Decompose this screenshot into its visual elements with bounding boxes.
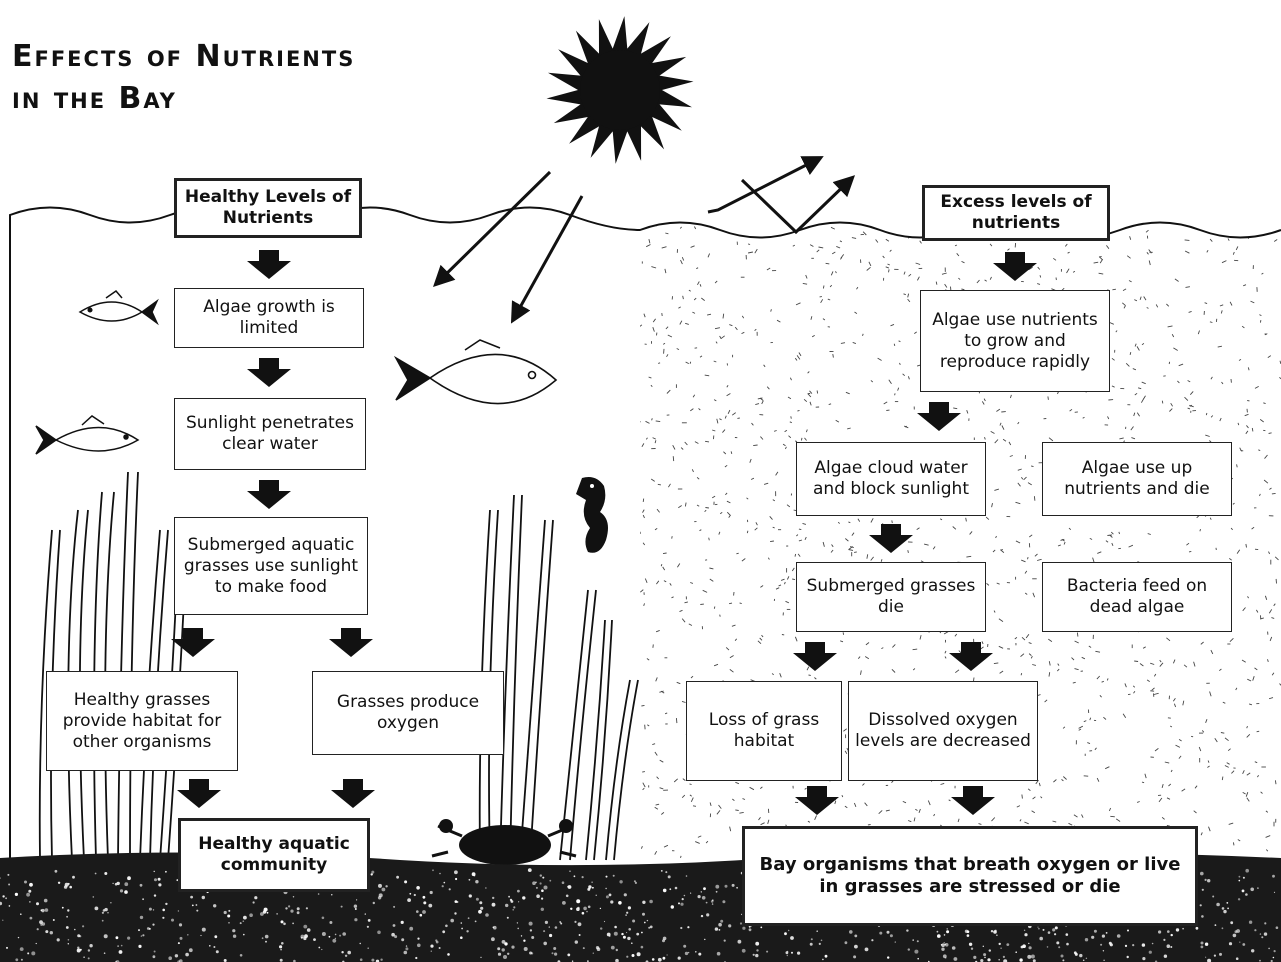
down-arrow-icon	[176, 779, 222, 809]
down-arrow-icon	[330, 779, 376, 809]
sunlight-penetrates-box: Sunlight penetrates clear water	[174, 398, 366, 470]
down-arrow-icon	[246, 480, 292, 510]
page-title: Effects of Nutrients in the Bay	[12, 36, 355, 120]
sun-icon	[547, 16, 694, 164]
fish-icon	[36, 416, 138, 454]
seahorse-icon	[576, 477, 608, 553]
healthy-grasses-habitat-box: Healthy grasses provide habitat for othe…	[46, 671, 238, 771]
down-arrow-icon	[792, 642, 838, 672]
excess-nutrients-header-box: Excess levels of nutrients	[922, 185, 1110, 241]
fish-icon	[396, 340, 556, 404]
title-line-2: in the Bay	[12, 78, 355, 120]
algae-limited-box: Algae growth is limited	[174, 288, 364, 348]
title-line-1: Effects of Nutrients	[12, 36, 355, 78]
algae-use-up-nutrients-box: Algae use up nutrients and die	[1042, 442, 1232, 516]
healthy-community-box: Healthy aquatic community	[178, 818, 370, 892]
dissolved-oxygen-decreased-box: Dissolved oxygen levels are decreased	[848, 681, 1038, 781]
down-arrow-icon	[246, 250, 292, 280]
loss-of-grass-habitat-box: Loss of grass habitat	[686, 681, 842, 781]
sunlight-ray-arrow-icon	[436, 158, 852, 320]
grasses-make-food-box: Submerged aquatic grasses use sunlight t…	[174, 517, 368, 615]
seagrass-icon	[40, 472, 184, 860]
algae-grow-rapidly-box: Algae use nutrients to grow and reproduc…	[920, 290, 1110, 392]
grasses-produce-oxygen-box: Grasses produce oxygen	[312, 671, 504, 755]
down-arrow-icon	[948, 642, 994, 672]
crab-icon	[432, 819, 576, 865]
down-arrow-icon	[246, 358, 292, 388]
algae-cloud-water-box: Algae cloud water and block sunlight	[796, 442, 986, 516]
down-arrow-icon	[992, 252, 1038, 282]
down-arrow-icon	[170, 628, 216, 658]
healthy-nutrients-header-box: Healthy Levels of Nutrients	[174, 178, 362, 238]
submerged-grasses-die-box: Submerged grasses die	[796, 562, 986, 632]
bay-organisms-stressed-box: Bay organisms that breath oxygen or live…	[742, 826, 1198, 926]
down-arrow-icon	[916, 402, 962, 432]
down-arrow-icon	[868, 524, 914, 554]
bacteria-feed-box: Bacteria feed on dead algae	[1042, 562, 1232, 632]
down-arrow-icon	[328, 628, 374, 658]
down-arrow-icon	[950, 786, 996, 816]
down-arrow-icon	[794, 786, 840, 816]
fish-icon	[80, 291, 157, 323]
